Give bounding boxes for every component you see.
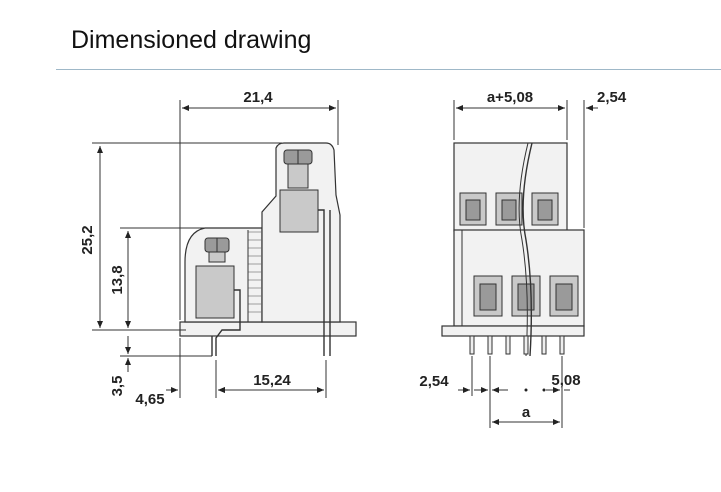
front-base	[441, 325, 585, 337]
title-divider	[56, 69, 721, 70]
lower-clamp-3	[555, 283, 573, 311]
front-view: a+5,08 2,54 2,54 5,08 a	[419, 89, 627, 428]
lower-clamp-1	[479, 283, 497, 311]
dim-top-label: a+5,08	[487, 89, 533, 106]
lower-contact	[215, 289, 241, 356]
dim-pin-label: 3,5	[109, 376, 126, 397]
lower-clamp	[195, 265, 235, 319]
dim-bottom-left-label: 2,54	[419, 373, 449, 390]
upper-clamp-1	[465, 199, 481, 221]
upper-clamp-3	[537, 199, 553, 221]
upper-clamp	[279, 189, 319, 233]
upper-contact	[318, 209, 325, 356]
dim-pitch-label: 15,24	[253, 372, 291, 389]
dim-width-label: 21,4	[243, 89, 273, 106]
lower-clamp-2	[517, 283, 535, 311]
dim-height-total-label: 25,2	[79, 225, 96, 254]
dim-bottom-right-label: 5,08	[551, 372, 580, 389]
lower-screw-shaft	[208, 251, 226, 263]
dim-top-right-label: 2,54	[597, 89, 627, 106]
dim-height-lower-label: 13,8	[109, 265, 126, 294]
upper-clamp-2	[501, 199, 517, 221]
page-title: Dimensioned drawing	[71, 26, 312, 54]
dim-a-label: a	[522, 404, 531, 421]
upper-screw-shaft	[287, 163, 309, 189]
side-view: 21,4 25,2 13,8 3,5 4,65 15,24	[79, 89, 357, 408]
dim-offset-label: 4,65	[135, 391, 164, 408]
break-line	[522, 142, 533, 357]
